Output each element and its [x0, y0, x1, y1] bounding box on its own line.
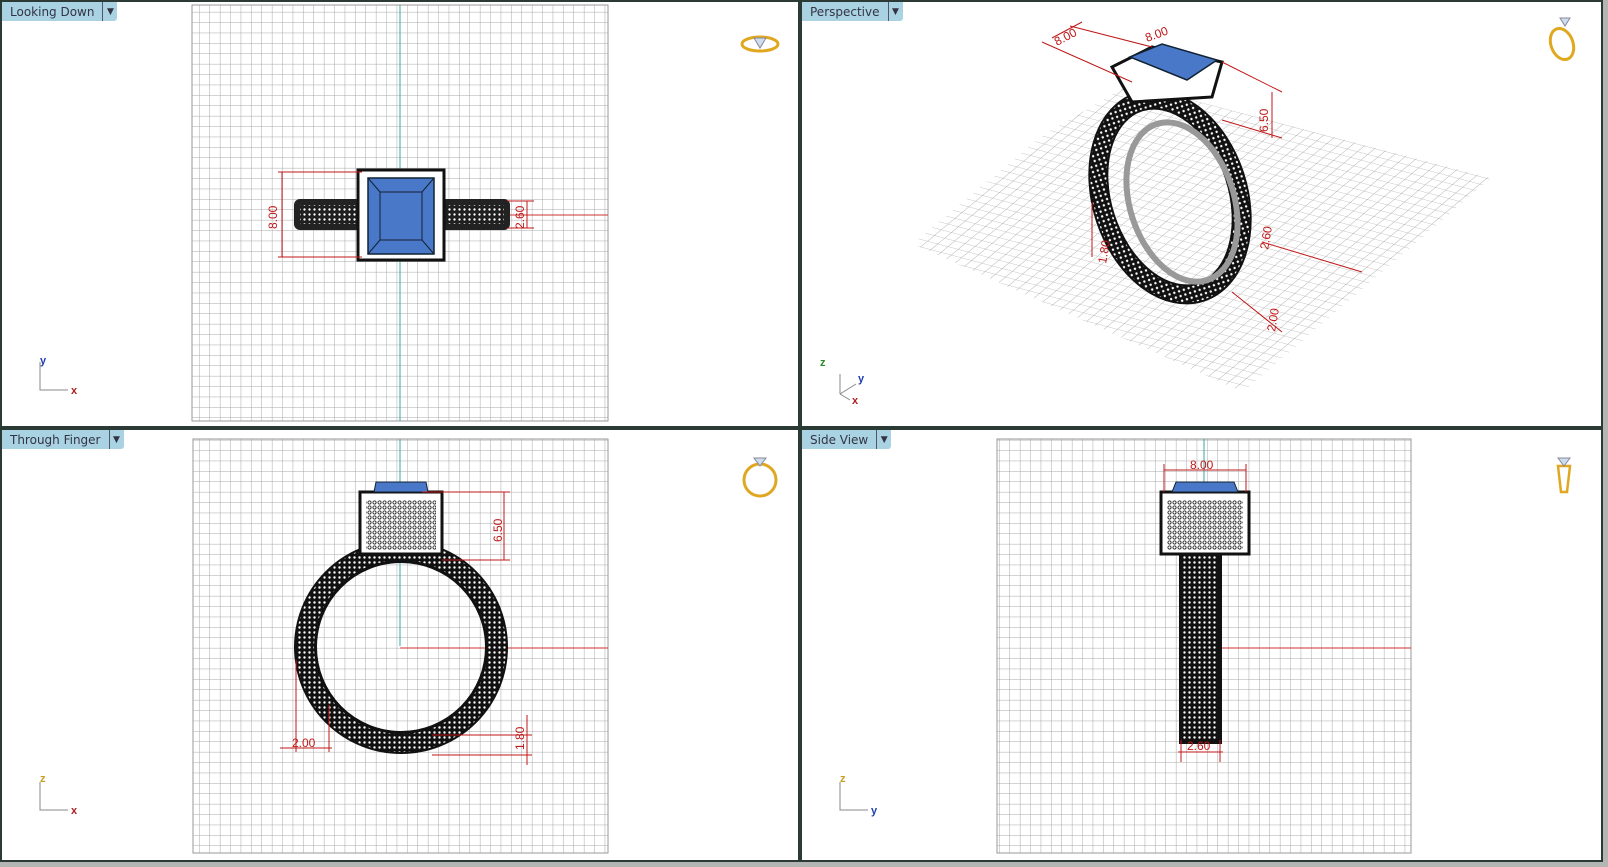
triangle-down-icon[interactable]: ▼ — [876, 430, 891, 449]
ring-view-icon — [1548, 17, 1576, 61]
axis-triad: y x — [39, 355, 78, 397]
ring-view-icon — [742, 457, 778, 498]
svg-text:y: y — [40, 355, 47, 367]
triangle-down-icon[interactable]: ▼ — [108, 430, 124, 449]
dimension-label: 8.00 — [1143, 24, 1170, 45]
dimension-label: 6.50 — [1257, 108, 1271, 132]
looking-down-scene: 8.00 2.60 y x — [39, 4, 780, 422]
viewport-title-tab[interactable]: Through Finger ▼ — [2, 430, 124, 449]
axis-triad: z y — [839, 773, 878, 817]
svg-text:z: z — [840, 773, 846, 785]
gemstone — [1128, 43, 1219, 81]
dimension-label: 6.50 — [491, 518, 505, 542]
viewport-looking-down[interactable]: 8.00 2.60 y x Looking Down ▼ — [0, 0, 800, 428]
axis-triad: z y x — [820, 357, 865, 407]
through-finger-scene: 6.50 2.00 1.80 z x — [39, 438, 778, 854]
svg-text:y: y — [858, 373, 865, 385]
dimension-label: 2.60 — [1187, 739, 1211, 753]
dimension-label: 2.60 — [1257, 225, 1275, 251]
ring-view-icon — [740, 35, 780, 53]
gemstone — [373, 481, 429, 493]
dimension-8-00 — [278, 171, 362, 258]
viewport-title-tab[interactable]: Side View ▼ — [802, 430, 892, 449]
axis-triad: z x — [39, 773, 78, 817]
ring-view-icon — [1556, 457, 1572, 494]
dimension-label: 2.00 — [292, 736, 316, 750]
viewport-title: Side View — [810, 432, 869, 447]
viewport-title-tab[interactable]: Perspective ▼ — [802, 2, 903, 21]
perspective-scene: 8.00 8.00 6.50 2.60 1.80 2.00 z y x — [820, 17, 1576, 407]
viewport-through-finger[interactable]: 6.50 2.00 1.80 z x Through Finger ▼ — [0, 428, 800, 862]
triangle-down-icon[interactable]: ▼ — [102, 2, 117, 21]
gemstone — [1171, 481, 1239, 493]
dimension-label: 8.00 — [1190, 458, 1214, 472]
dimension-label: 2.00 — [1264, 307, 1282, 333]
viewport-title: Perspective — [810, 4, 880, 19]
svg-text:y: y — [871, 805, 878, 817]
svg-text:x: x — [852, 395, 859, 407]
viewport-perspective[interactable]: 8.00 8.00 6.50 2.60 1.80 2.00 z y x Pers… — [800, 0, 1603, 428]
dimension-lines — [1041, 21, 1363, 333]
triangle-down-icon[interactable]: ▼ — [887, 2, 903, 21]
svg-text:z: z — [820, 357, 826, 369]
svg-text:x: x — [71, 805, 78, 817]
viewport-title: Through Finger — [10, 432, 101, 447]
svg-text:x: x — [71, 385, 78, 397]
viewport-side-view[interactable]: 8.00 2.60 z y Side View ▼ — [800, 428, 1603, 862]
dimension-label: 1.80 — [513, 726, 527, 750]
side-view-scene: 8.00 2.60 z y — [839, 438, 1572, 854]
viewport-title-tab[interactable]: Looking Down ▼ — [2, 2, 118, 21]
viewport-title: Looking Down — [10, 4, 95, 19]
dimension-label: 8.00 — [1052, 25, 1079, 48]
dimension-label: 2.60 — [513, 205, 527, 229]
dimension-label: 1.80 — [1095, 239, 1113, 265]
svg-text:z: z — [40, 773, 46, 785]
dimension-label: 8.00 — [266, 205, 280, 229]
